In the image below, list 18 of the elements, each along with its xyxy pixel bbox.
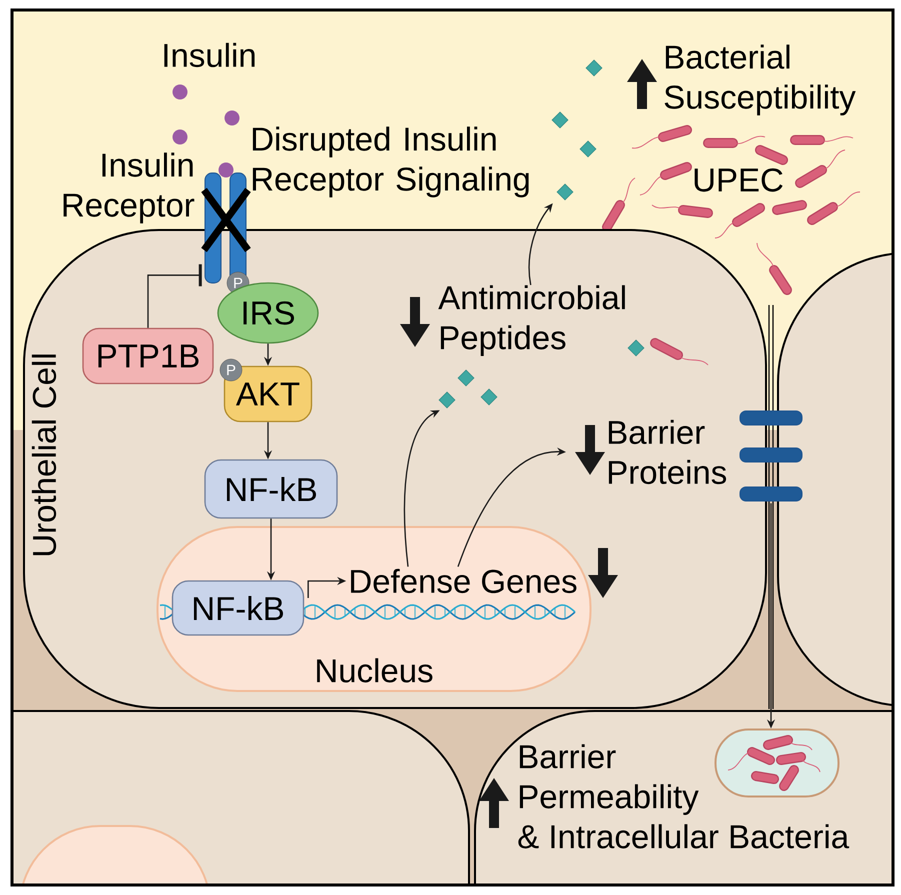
vacuole-drawing [714,728,840,798]
peptide-drawing [438,370,498,408]
annotation-text: Bacterial Susceptibility [664,44,856,116]
protein-label: Barrier Proteins [608,420,726,484]
molecule-label: Insulin [164,42,255,68]
protein-box: NF-kB [204,459,338,519]
annotation-text: Barrier Permeability & Intracellular Bacteria [518,744,850,848]
tight-junction-drawing [740,410,802,502]
gene-label: Defense Genes [351,568,576,594]
peptide-label: Antimicrobial Peptides [438,285,625,356]
receptor-label: Insulin Receptor [64,152,194,224]
phosphate-badge: P [220,358,242,382]
protein-box: PTP1B [82,328,214,384]
peptide-drawing [552,60,602,200]
arrow [147,264,202,328]
protein-box: NF-kB [172,580,304,636]
annotation-text: Disrupted Insulin Receptor Signaling [252,126,529,198]
bacteria-label: UPEC [694,168,783,192]
